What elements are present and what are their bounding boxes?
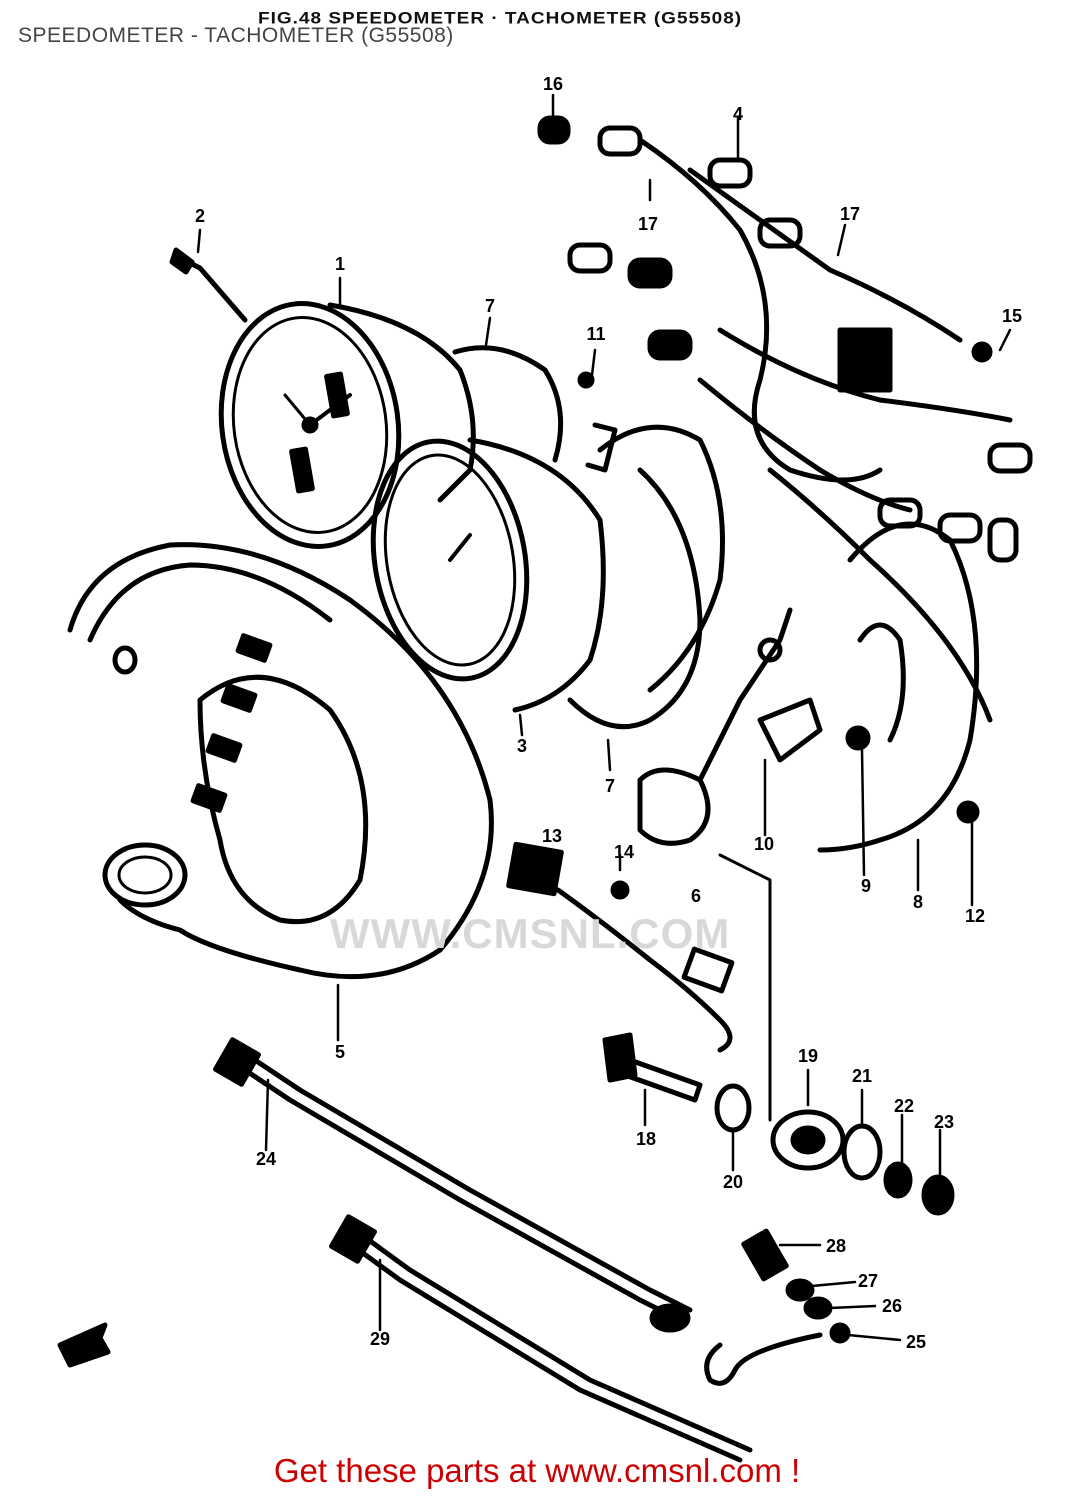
page-title: SPEEDOMETER - TACHOMETER (G55508)	[18, 24, 454, 47]
callout-22: 22	[894, 1096, 914, 1116]
screw-14	[610, 880, 630, 900]
washer-21	[841, 1123, 883, 1181]
speedometer-cable-24	[213, 1037, 693, 1333]
callout-14: 14	[614, 842, 634, 862]
screw-11	[956, 800, 980, 824]
callout-1: 1	[335, 254, 345, 274]
clip-25	[704, 1332, 823, 1386]
tachometer	[370, 437, 606, 713]
nut-23	[921, 1174, 955, 1216]
callout-7: 7	[485, 296, 495, 316]
bracket-6	[637, 767, 711, 846]
callout-8: 8	[913, 892, 923, 912]
callout-17: 17	[638, 214, 658, 234]
switch-13	[506, 841, 735, 1053]
gasket-7-upper	[452, 345, 564, 463]
bolt-28	[741, 1228, 789, 1282]
callout-26: 26	[882, 1296, 902, 1316]
footer-link[interactable]: Get these parts at www.cmsnl.com !	[273, 1452, 801, 1489]
washer-27	[785, 1278, 815, 1302]
callout-6: 6	[691, 886, 701, 906]
callout-3: 3	[517, 736, 527, 756]
callout-7: 7	[605, 776, 615, 796]
bolt-18	[602, 1032, 703, 1103]
watermark: WWW.CMSNL.COM	[330, 910, 731, 957]
washer-26	[803, 1296, 833, 1320]
washer-20	[714, 1083, 752, 1133]
grommet-19	[770, 1109, 846, 1171]
holder-10	[757, 697, 823, 763]
callout-18: 18	[636, 1129, 656, 1149]
callout-24: 24	[256, 1149, 276, 1169]
screw-2	[169, 247, 248, 323]
callout-5: 5	[335, 1042, 345, 1062]
callout-13: 13	[542, 826, 562, 846]
callout-20: 20	[723, 1172, 743, 1192]
callout-27: 27	[858, 1271, 878, 1291]
washer-22	[883, 1161, 913, 1199]
callout-19: 19	[798, 1046, 818, 1066]
screw-15	[971, 341, 993, 363]
callout-16: 16	[543, 74, 563, 94]
callout-25: 25	[906, 1332, 926, 1352]
tachometer-cable-29	[329, 1214, 753, 1463]
meter-case-back	[597, 424, 725, 693]
direction-arrow	[57, 1322, 111, 1368]
nut-9	[845, 725, 871, 751]
callout-21: 21	[852, 1066, 872, 1086]
callout-12: 12	[965, 906, 985, 926]
speedometer	[218, 301, 476, 549]
callout-15: 15	[1002, 306, 1022, 326]
figure-header: FIG.48 SPEEDOMETER · TACHOMETER (G55508)	[258, 9, 743, 28]
meter-housing	[67, 542, 494, 980]
callout-29: 29	[370, 1329, 390, 1349]
callout-23: 23	[934, 1112, 954, 1132]
indicator-panel-8	[817, 521, 980, 853]
callout-11: 11	[586, 324, 605, 344]
callout-9: 9	[861, 876, 871, 896]
callout-17: 17	[840, 204, 860, 224]
gasket-7-lower	[567, 467, 703, 730]
screw-12	[577, 371, 595, 389]
wiring-harness	[537, 115, 1033, 723]
callout-10: 10	[754, 834, 774, 854]
callout-28: 28	[826, 1236, 846, 1256]
callout-4: 4	[733, 104, 743, 124]
callout-2: 2	[195, 206, 205, 226]
